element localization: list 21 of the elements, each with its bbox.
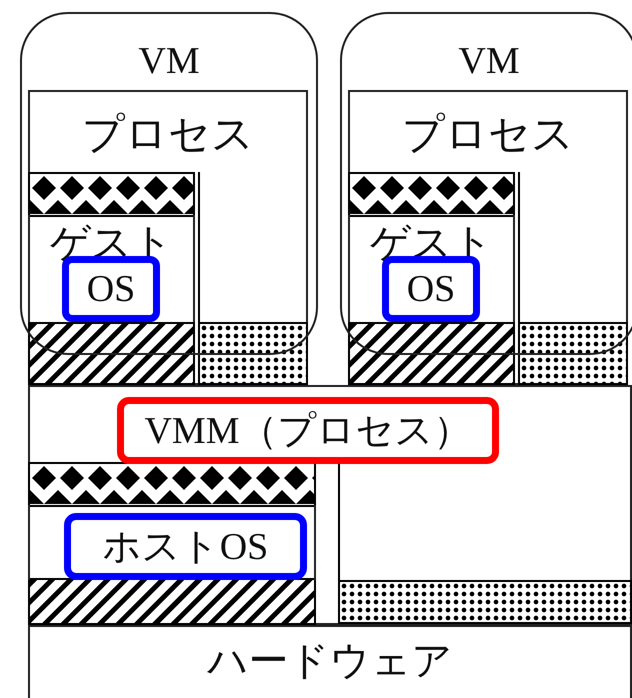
dotted-band — [338, 580, 632, 624]
process-label: プロセス — [82, 114, 254, 156]
hatched-band — [28, 322, 195, 385]
dotted-band — [518, 322, 628, 385]
highlighted-label: ホストOS — [64, 513, 307, 580]
highlighted-label: VMM（プロセス） — [117, 397, 499, 464]
process-box — [28, 90, 308, 385]
process-label: プロセス — [402, 114, 574, 156]
vm-label: VM — [458, 42, 520, 80]
process-box — [348, 90, 628, 385]
hatched-band — [348, 322, 515, 385]
hardware-label: ハードウェア — [208, 641, 452, 681]
checkered-band — [28, 172, 195, 217]
hardware-layer — [28, 625, 632, 698]
vm-label: VM — [138, 42, 200, 80]
hatched-band — [28, 578, 316, 625]
vmm-layer — [28, 385, 632, 625]
checkered-band — [348, 172, 515, 217]
checkered-band — [28, 462, 316, 507]
host-os-layer — [28, 505, 316, 580]
dotted-band — [198, 322, 308, 385]
